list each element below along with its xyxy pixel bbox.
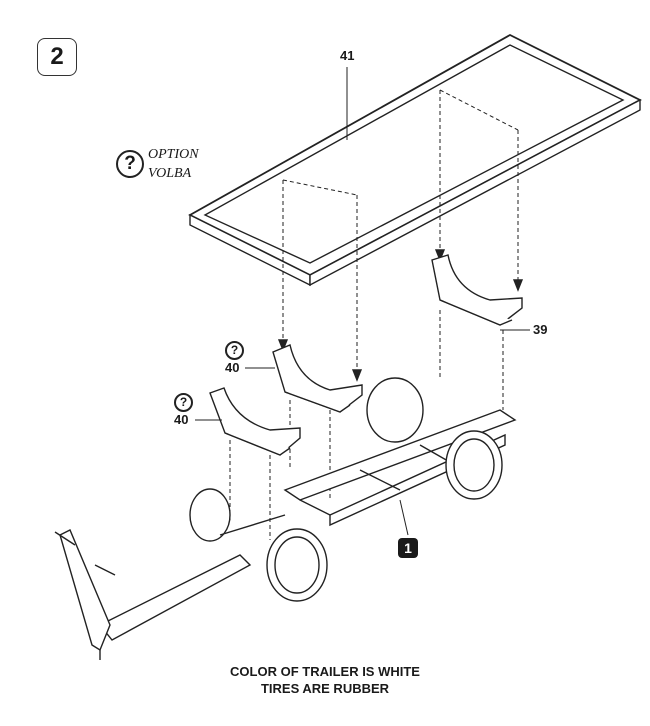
option-icon-front-seat: ? [174, 393, 193, 412]
caption-tires: TIRES ARE RUBBER [260, 681, 390, 696]
option-legend: OPTION VOLBA [148, 145, 199, 183]
part-label-41: 41 [340, 48, 355, 63]
question-circle-icon: ? [116, 150, 144, 178]
option-icon-middle-seat: ? [225, 341, 244, 360]
part-label-40-middle: 40 [225, 360, 240, 375]
option-label: OPTION [148, 147, 199, 162]
seat-39 [431, 254, 523, 326]
roof-panel [188, 33, 642, 287]
chassis [189, 377, 517, 602]
caption-color: COLOR OF TRAILER IS WHITE [230, 664, 420, 679]
volba-label: VOLBA [148, 166, 192, 181]
drawbar [54, 529, 252, 660]
seat-40-front [209, 387, 301, 456]
step-number: 2 [37, 38, 77, 76]
part-label-1: 1 [398, 538, 418, 558]
seat-40-middle [272, 344, 363, 413]
part-label-40-front: 40 [174, 412, 189, 427]
part-label-39: 39 [533, 322, 548, 337]
arrows [277, 249, 524, 382]
